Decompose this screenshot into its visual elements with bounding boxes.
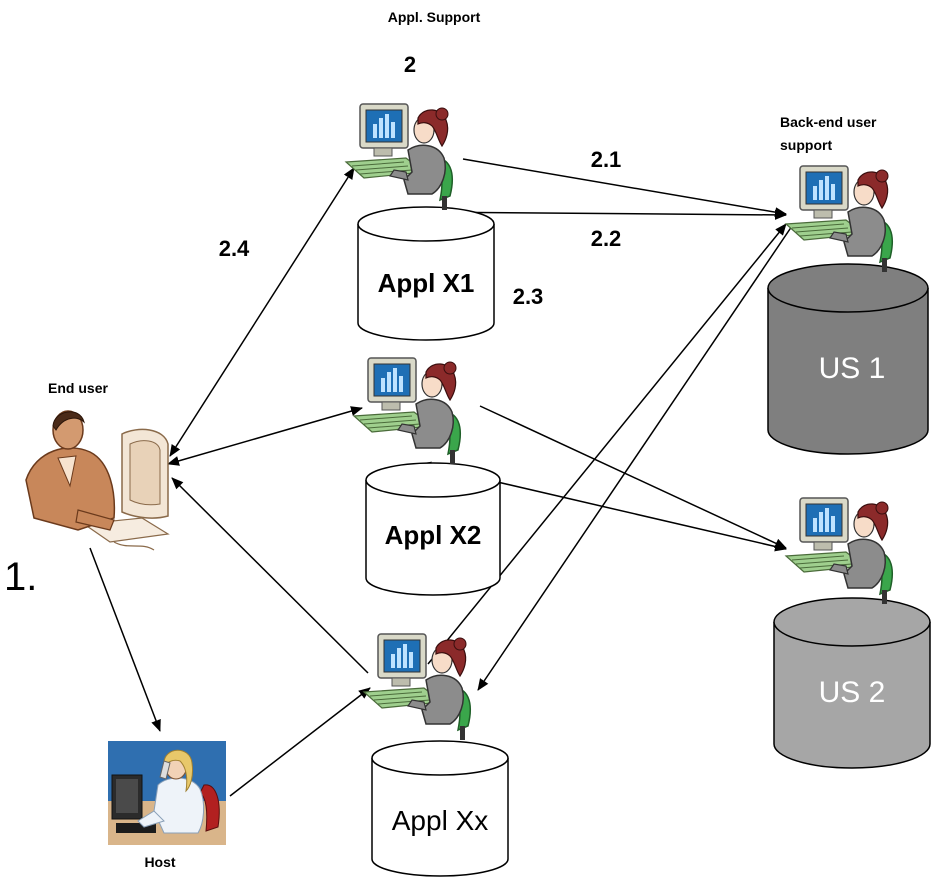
end-user-number: 1. [4,555,37,599]
appl-support-number: 2 [404,52,416,77]
host-label: Host [144,854,175,870]
appl-xx-database [371,740,509,877]
host-operator-icon [108,741,226,845]
arrow-host-xx [229,687,371,797]
step-2-1: 2.1 [591,147,622,172]
arrow-xx-enduser [171,477,369,674]
arrow-2-1 [462,158,787,218]
appl-x1-label: Appl X1 [378,268,475,298]
step-2-2: 2.2 [591,226,622,251]
arrow-x2-us2 [479,405,787,549]
appl-xx-label: Appl Xx [392,805,489,836]
arrow-xx-us1 [427,223,787,665]
end-user-label: End user [48,380,108,396]
appl-x1-database [357,206,495,341]
support-agent-icon [785,497,893,605]
backend-support-title-line2: support [780,137,832,153]
backend-support-title-line1: Back-end user [780,114,877,130]
arrow-2-4 [169,167,355,457]
support-agent-icon [353,357,461,465]
step-2-3: 2.3 [513,284,544,309]
step-2-4: 2.4 [219,236,250,261]
us2-label: US 2 [819,676,886,709]
end-user-icon [25,410,170,551]
support-agent-icon [785,165,893,273]
us2-database [773,597,931,769]
arrow-enduser-x2 [167,406,363,466]
appl-x2-label: Appl X2 [385,520,482,550]
support-agent-icon [345,103,453,211]
us1-database [767,263,929,455]
us1-label: US 1 [819,352,886,385]
arrow-us1-xx [477,225,793,691]
support-agent-icon [363,633,471,741]
arrow-enduser-host [89,547,161,732]
appl-support-title: Appl. Support [388,9,481,25]
appl-x2-database [365,462,501,596]
